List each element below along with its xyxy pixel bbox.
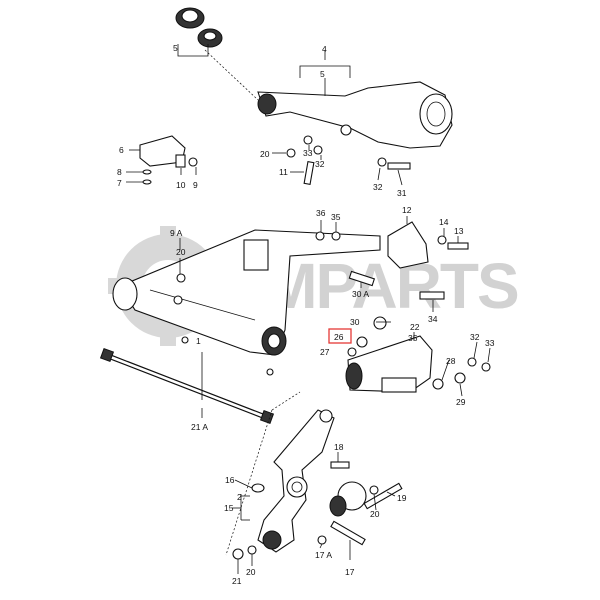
label-11: 11 — [279, 167, 288, 177]
bolt-30a[interactable] — [348, 270, 376, 287]
label-35b: 35 — [408, 333, 418, 343]
trailing-arm-4[interactable] — [257, 81, 453, 149]
label-32c: 32 — [470, 332, 480, 342]
bolt-34[interactable] — [419, 291, 445, 300]
washer-17a[interactable] — [317, 535, 327, 545]
label-22: 22 — [410, 322, 420, 332]
label-9a: 9 A — [170, 228, 183, 238]
fastener-group-upper-right[interactable] — [377, 157, 411, 170]
bolt-19[interactable] — [363, 482, 403, 510]
label-20b: 20 — [176, 247, 186, 257]
label-10: 10 — [176, 180, 186, 190]
nut-21[interactable] — [232, 548, 244, 560]
label-5b: 5 — [320, 69, 325, 79]
label-30: 30 — [350, 317, 360, 327]
nut-35[interactable] — [331, 231, 341, 241]
label-34: 34 — [428, 314, 438, 324]
label-14: 14 — [439, 217, 449, 227]
fastener-group-right[interactable] — [432, 357, 491, 390]
label-27: 27 — [320, 347, 330, 357]
label-2: 2 — [237, 492, 242, 502]
label-32a: 32 — [315, 159, 325, 169]
label-17: 17 — [345, 567, 355, 577]
label-28: 28 — [446, 356, 456, 366]
label-29: 29 — [456, 397, 466, 407]
bracket-12[interactable] — [387, 221, 469, 269]
label-30a: 30 A — [352, 289, 369, 299]
label-36: 36 — [316, 208, 326, 218]
highlight-box-26 — [328, 328, 352, 344]
label-5a: 5 — [173, 43, 178, 53]
leader-lines — [126, 145, 491, 574]
label-4: 4 — [322, 44, 327, 54]
label-31: 31 — [397, 188, 407, 198]
label-12: 12 — [402, 205, 412, 215]
label-18: 18 — [334, 442, 344, 452]
washer-20[interactable] — [247, 545, 257, 555]
label-1: 1 — [196, 336, 201, 346]
bolts-26-27-30[interactable] — [347, 316, 387, 357]
bolt-18[interactable] — [330, 461, 350, 469]
label-17a: 17 A — [315, 550, 332, 560]
washer-16[interactable] — [251, 483, 265, 493]
label-33b: 33 — [485, 338, 495, 348]
label-20a: 20 — [260, 149, 270, 159]
label-15: 15 — [224, 503, 234, 513]
torsion-bar-21a[interactable] — [99, 347, 275, 425]
label-13: 13 — [454, 226, 464, 236]
label-35a: 35 — [331, 212, 341, 222]
fastener-group-upper-left[interactable] — [286, 135, 323, 185]
label-20c: 20 — [370, 509, 380, 519]
label-9: 9 — [193, 180, 198, 190]
label-7: 7 — [117, 178, 122, 188]
label-19: 19 — [397, 493, 407, 503]
bushing-5-group[interactable] — [175, 7, 223, 48]
label-6: 6 — [119, 145, 124, 155]
label-16: 16 — [225, 475, 235, 485]
bushing-group-lower[interactable] — [329, 481, 379, 517]
bolt-17[interactable] — [330, 520, 366, 546]
label-8: 8 — [117, 167, 122, 177]
bracket-6[interactable] — [139, 135, 198, 185]
axle-tube-1[interactable] — [112, 229, 381, 376]
label-33a: 33 — [303, 148, 313, 158]
label-21: 21 — [232, 576, 242, 586]
spring-plate-2[interactable] — [257, 409, 335, 553]
label-26: 26 — [334, 332, 344, 342]
label-20d: 20 — [246, 567, 256, 577]
label-21a: 21 A — [191, 422, 208, 432]
bushing-22[interactable] — [345, 335, 433, 393]
label-32b: 32 — [373, 182, 383, 192]
nut-36[interactable] — [315, 231, 325, 241]
